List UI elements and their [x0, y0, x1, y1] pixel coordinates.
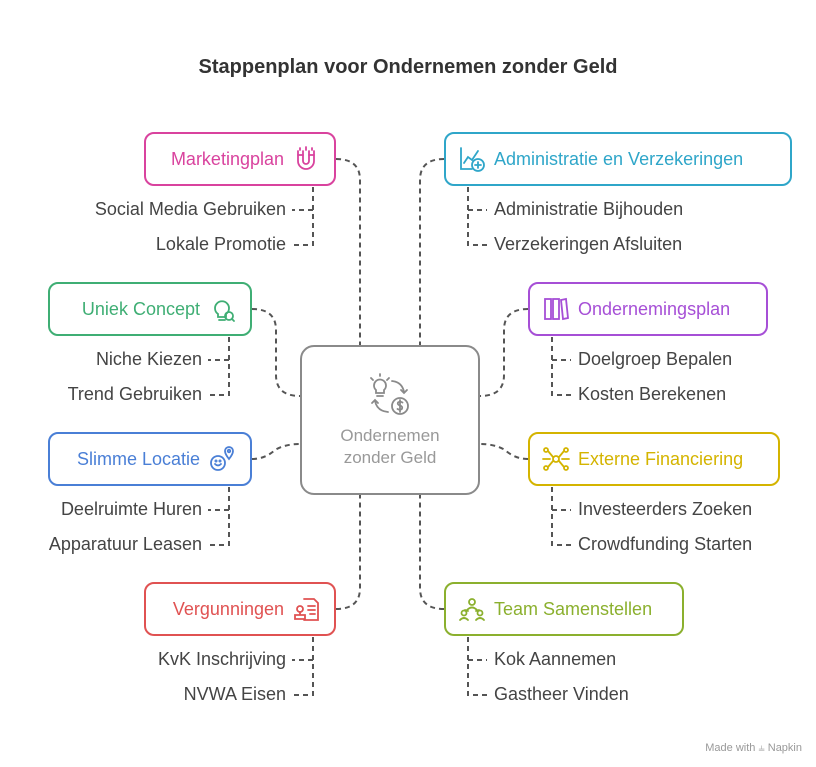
branch-label: Uniek Concept — [81, 298, 200, 319]
branch-marketingplan: Marketingplan — [144, 132, 336, 186]
sub-item: Niche Kiezen — [95, 349, 202, 369]
sub-item: Lokale Promotie — [155, 234, 286, 254]
branch-label: Team Samenstellen — [494, 598, 653, 619]
napkin-watermark: Made with ⫨ Napkin — [705, 742, 802, 755]
book-columns-icon — [542, 295, 570, 323]
sub-item: Trend Gebruiken — [67, 384, 202, 404]
idea-money-cycle-icon — [366, 372, 414, 425]
sub-item: Administratie Bijhouden — [494, 199, 684, 219]
made-with-text: Made with — [705, 742, 756, 754]
branch-label: Marketingplan — [170, 148, 284, 169]
branch-ondernemingsplan: Ondernemingsplan — [528, 282, 768, 336]
sub-item: Verzekeringen Afsluiten — [494, 234, 683, 254]
sub-item: NVWA Eisen — [183, 684, 286, 704]
sub-item: Gastheer Vinden — [494, 684, 629, 704]
sub-item: Kosten Berekenen — [578, 384, 727, 404]
branch-team-samenstellen: Team Samenstellen — [444, 582, 684, 636]
branch-vergunningen: Vergunningen — [144, 582, 336, 636]
napkin-logo-icon: ⫨ — [758, 742, 765, 754]
page-title: Stappenplan voor Ondernemen zonder Geld — [198, 56, 618, 78]
lightbulb-icon — [208, 295, 236, 323]
sub-item: KvK Inschrijving — [157, 649, 286, 669]
branch-uniek-concept: Uniek Concept — [48, 282, 252, 336]
sub-item: Doelgroep Bepalen — [578, 349, 733, 369]
brand-text: Napkin — [767, 742, 802, 754]
branch-administratie: Administratie en Verzekeringen — [444, 132, 792, 186]
sub-item: Investeerders Zoeken — [578, 499, 753, 519]
branch-label: Ondernemingsplan — [578, 298, 731, 319]
sub-item: Social Media Gebruiken — [94, 199, 286, 219]
branch-label: Vergunningen — [172, 598, 284, 619]
location-smile-icon — [208, 445, 236, 473]
sub-item: Crowdfunding Starten — [578, 534, 753, 554]
branch-externe-financiering: Externe Financiering — [528, 432, 780, 486]
branch-slimme-locatie: Slimme Locatie — [48, 432, 252, 486]
sub-item: Kok Aannemen — [494, 649, 617, 669]
sub-item: Apparatuur Leasen — [48, 534, 202, 554]
team-icon — [458, 595, 486, 623]
branch-label: Administratie en Verzekeringen — [494, 148, 744, 169]
branch-label: Slimme Locatie — [76, 448, 200, 469]
network-nodes-icon — [542, 445, 570, 473]
center-node: Ondernemen zonder Geld — [300, 345, 480, 495]
magnet-icon — [292, 145, 320, 173]
center-label: Ondernemen zonder Geld — [340, 425, 440, 467]
sub-item: Deelruimte Huren — [60, 499, 202, 519]
document-stamp-icon — [292, 595, 320, 623]
branch-label: Externe Financiering — [578, 448, 744, 469]
chart-plus-icon — [458, 145, 486, 173]
